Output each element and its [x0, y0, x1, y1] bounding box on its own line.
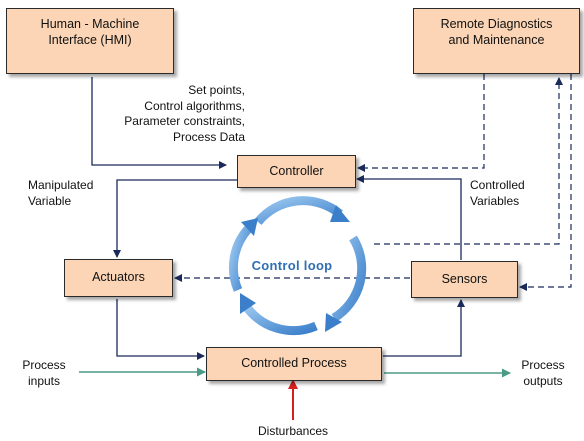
manipulated-variable-label: Manipulated Variable [28, 178, 94, 208]
hmi-data-label: Set points, Control algorithms, Paramete… [124, 83, 245, 144]
remote-to-controller-dashed [357, 74, 485, 172]
hmi-box-label: Human - Machine Interface (HMI) [40, 17, 140, 47]
sensors-box-label: Sensors [441, 271, 488, 286]
controller-to-actuators-line [113, 179, 238, 258]
process-outputs-label: Process outputs [521, 358, 565, 388]
actuators-box: Actuators [64, 259, 173, 297]
controlled-process-box-label: Controlled Process [241, 356, 347, 371]
remote-diagnostics-box-label: Remote Diagnostics and Maintenance [440, 17, 553, 47]
controlled-variables-label: Controlled Variables [470, 178, 525, 208]
actuators-to-process-line [116, 299, 205, 360]
disturbances-label: Disturbances [257, 424, 329, 438]
remote-to-sensors-dashed [519, 74, 572, 291]
process-to-sensors-line [383, 299, 465, 357]
remote-diagnostics-box: Remote Diagnostics and Maintenance [413, 8, 580, 74]
actuators-box-label: Actuators [92, 270, 145, 285]
sensors-box: Sensors [411, 261, 518, 298]
controller-box: Controller [237, 155, 356, 188]
control-loop-arrows [228, 196, 367, 336]
control-loop-label: Control loop [251, 258, 333, 273]
hmi-to-controller-line [91, 77, 227, 169]
controller-box-label: Controller [269, 163, 324, 178]
sensors-to-controller-line [356, 175, 462, 260]
sensors-to-remote-dashed [374, 77, 563, 245]
process-inputs-label: Process inputs [22, 358, 66, 388]
controlled-process-box: Controlled Process [206, 347, 382, 381]
hmi-box: Human - Machine Interface (HMI) [6, 8, 174, 74]
